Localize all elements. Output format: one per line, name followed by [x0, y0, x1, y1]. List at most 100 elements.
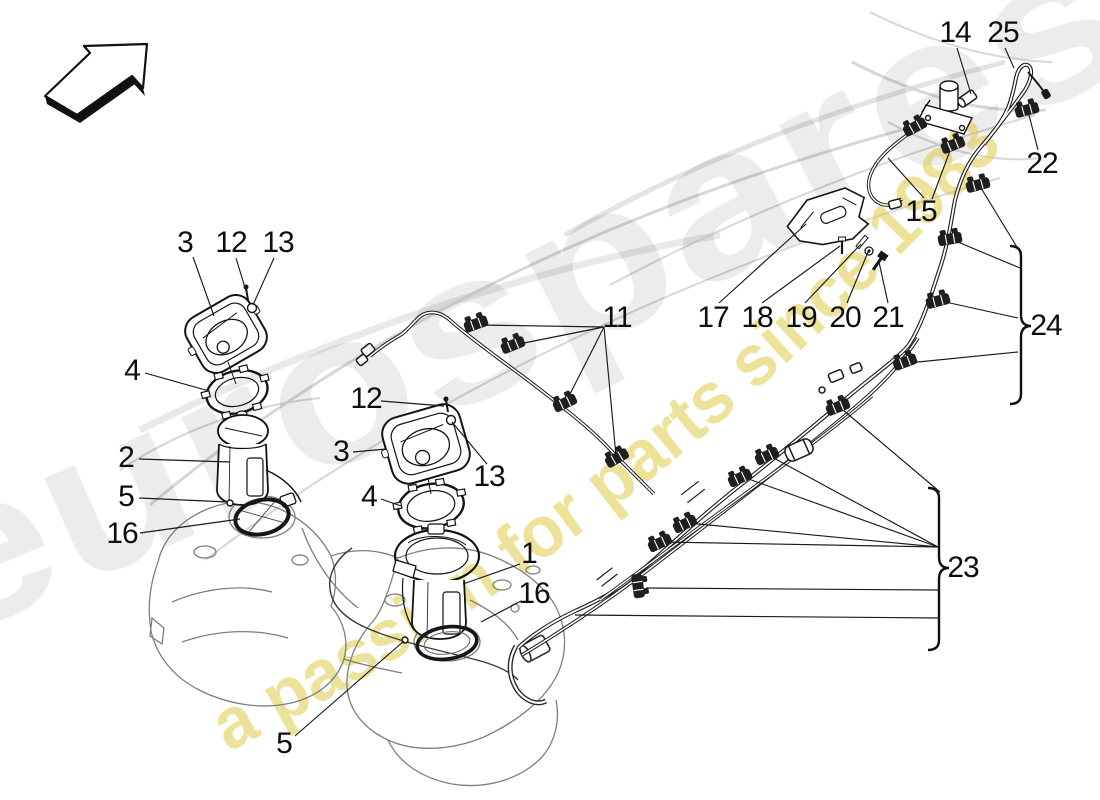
leader-line	[294, 640, 405, 737]
pipe-clip-icon	[892, 349, 918, 371]
direction-arrow-icon	[43, 42, 149, 123]
pipe-clip-icon	[937, 227, 963, 247]
leader-line	[192, 256, 215, 317]
part-callout-3-0[interactable]: 3	[177, 226, 194, 259]
screw-5a-icon	[226, 499, 234, 507]
leader-line	[477, 324, 605, 328]
explode-axis	[227, 361, 237, 385]
part-callout-19-17[interactable]: 19	[785, 301, 817, 334]
pipe-clip-icon	[754, 443, 780, 466]
pipe-clip-icon	[727, 465, 753, 488]
line-fittings	[355, 88, 1051, 462]
leader-line	[931, 147, 952, 200]
part-callout-2-4[interactable]: 2	[118, 441, 135, 474]
bracket-24	[1009, 244, 1032, 406]
part-callout-16-6[interactable]: 16	[106, 517, 138, 550]
part-callout-5-5[interactable]: 5	[118, 480, 135, 513]
leader-line	[804, 243, 862, 304]
part-callout-3-8[interactable]: 3	[333, 435, 350, 468]
part-callout-1-11[interactable]: 1	[521, 537, 538, 570]
part-callout-12-1[interactable]: 12	[215, 226, 247, 259]
leader-line	[574, 614, 941, 619]
leader-line	[138, 497, 229, 503]
heat-shield	[786, 187, 870, 246]
part-callout-13-2[interactable]: 13	[262, 226, 294, 259]
leader-line	[952, 239, 1021, 269]
part-callout-12-7[interactable]: 12	[350, 382, 382, 415]
pipe-clip-icon	[940, 132, 966, 154]
pipe-clip-icon	[672, 511, 698, 534]
leader-line	[769, 455, 939, 548]
seal-ring-b	[415, 624, 479, 662]
leader-line	[842, 409, 941, 493]
leader-line	[144, 372, 210, 392]
leader-line	[462, 563, 521, 585]
part-callout-20-18[interactable]: 20	[829, 301, 861, 334]
leader-line	[907, 351, 1019, 364]
leader-line	[662, 541, 939, 548]
part-callout-4-3[interactable]: 4	[124, 354, 141, 387]
part-callout-14-20[interactable]: 14	[939, 16, 971, 49]
screw-18-icon	[838, 236, 846, 254]
washer-13b-icon	[445, 414, 457, 426]
part-callout-16-12[interactable]: 16	[518, 577, 550, 610]
pipe-clip-icon	[604, 445, 630, 468]
leader-line	[138, 458, 231, 463]
washer-13a-icon	[246, 302, 258, 314]
leader-line	[380, 400, 445, 407]
leader-line	[645, 587, 941, 591]
part-callout-17-15[interactable]: 17	[697, 301, 729, 334]
leader-line	[139, 518, 241, 534]
part-callout-18-16[interactable]: 18	[741, 301, 773, 334]
fuel-tank-drawing	[148, 494, 566, 787]
leader-line	[878, 261, 889, 304]
leader-line	[603, 326, 617, 457]
pipe-clip-icon	[500, 332, 526, 354]
leader-line	[380, 498, 402, 507]
filler-hose	[507, 634, 551, 706]
leader-line	[956, 47, 972, 95]
leader-line	[742, 476, 939, 548]
part-callout-23-25[interactable]: 23	[947, 551, 979, 584]
watermark-brand: eurospares	[0, 0, 1100, 682]
pipe-clip-icon	[1014, 98, 1040, 118]
sensor-cover-a	[184, 294, 268, 374]
leader-line	[565, 326, 605, 403]
tube-break-marks	[596, 480, 706, 587]
leader-line	[451, 421, 488, 465]
pipe-clip-icon	[647, 530, 673, 553]
leader-line	[940, 300, 1019, 319]
part-callout-22-22[interactable]: 22	[1026, 147, 1058, 180]
pipe-clip-icon	[925, 289, 951, 309]
seal-ring-a	[233, 497, 291, 537]
leader-line	[687, 522, 939, 548]
pipe-clip-icon	[463, 311, 489, 333]
part-callout-15-23[interactable]: 15	[905, 195, 937, 228]
evap-valve	[916, 80, 974, 135]
leader-line	[252, 257, 275, 306]
leader-line	[1004, 47, 1015, 69]
screw-12b-icon	[443, 396, 449, 413]
part-callout-21-19[interactable]: 21	[872, 301, 904, 334]
leader-line	[887, 157, 925, 199]
leader-line	[761, 245, 841, 304]
leader-line	[1028, 114, 1039, 151]
pipe-clip-icon	[631, 573, 649, 599]
part-callout-11-14[interactable]: 11	[602, 301, 632, 334]
pipe-clip-icon	[902, 114, 928, 137]
fuel-pump-a	[216, 410, 302, 508]
lock-ring-b	[392, 477, 467, 534]
part-callout-5-13[interactable]: 5	[276, 727, 293, 760]
part-callout-13-9[interactable]: 13	[473, 460, 505, 493]
pipe-clip-icon	[965, 173, 991, 193]
part-callout-25-21[interactable]: 25	[987, 16, 1019, 49]
part-callout-24-24[interactable]: 24	[1030, 309, 1062, 342]
leader-line	[846, 251, 869, 304]
tank-sender-tube	[329, 547, 519, 681]
pipe-clip-icon	[825, 394, 851, 416]
leader-line	[513, 326, 605, 346]
part-callout-4-10[interactable]: 4	[361, 480, 378, 513]
